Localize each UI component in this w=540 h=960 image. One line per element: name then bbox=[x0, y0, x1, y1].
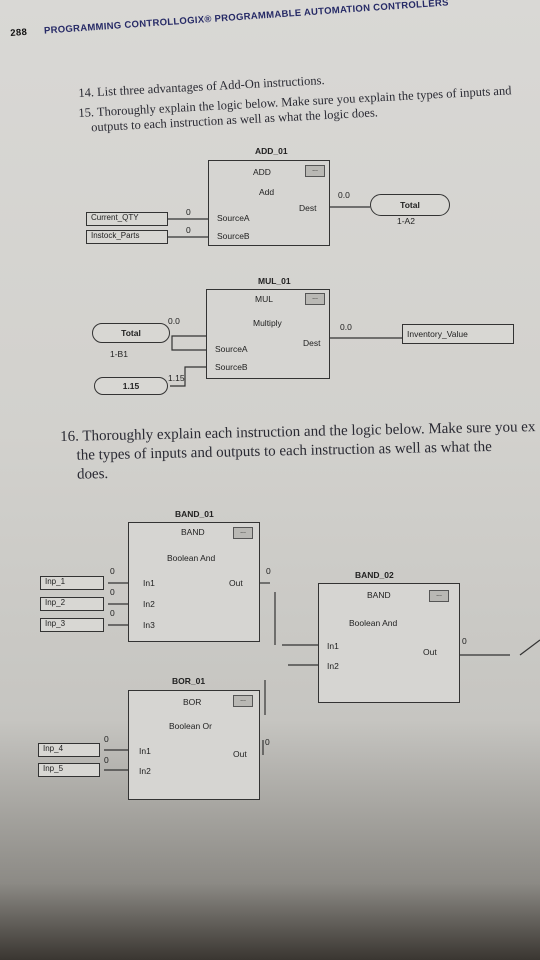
band2-type: BAND bbox=[367, 590, 391, 600]
band2-in1-label: In1 bbox=[327, 641, 339, 651]
bor1-input-5: Inp_5 bbox=[38, 763, 100, 777]
band1-out-label: Out bbox=[229, 578, 243, 588]
add-dest-value: 0.0 bbox=[338, 190, 350, 200]
band1-input-1-value: 0 bbox=[110, 566, 115, 576]
add-block: ADD ... Add SourceA SourceB Dest bbox=[208, 160, 330, 246]
band2-in2-label: In2 bbox=[327, 661, 339, 671]
add-block-desc: Add bbox=[259, 187, 275, 197]
mul-output-tag: Inventory_Value bbox=[402, 324, 514, 344]
mul-sourcea-label: SourceA bbox=[215, 344, 248, 354]
mul-block-config-button[interactable]: ... bbox=[305, 293, 325, 305]
bor1-in1-label: In1 bbox=[139, 746, 151, 756]
band2-config-button[interactable]: ... bbox=[429, 590, 449, 602]
add-block-config-button[interactable]: ... bbox=[305, 165, 325, 177]
mul-sourceb-label: SourceB bbox=[215, 362, 248, 372]
band1-type: BAND bbox=[181, 527, 205, 537]
add-block-tag: ADD_01 bbox=[255, 146, 288, 156]
bor1-output-value: 0 bbox=[265, 737, 270, 747]
bor1-out-label: Out bbox=[233, 749, 247, 759]
add-output-tag: Total bbox=[370, 194, 450, 216]
band2-block: BAND ... Boolean And In1 In2 Out bbox=[318, 583, 460, 703]
band1-config-button[interactable]: ... bbox=[233, 527, 253, 539]
bor1-input-5-value: 0 bbox=[104, 755, 109, 765]
mul-block-tag: MUL_01 bbox=[258, 276, 291, 286]
band2-desc: Boolean And bbox=[349, 618, 398, 628]
band2-tag: BAND_02 bbox=[355, 570, 394, 580]
add-input-b: Instock_Parts bbox=[86, 230, 168, 244]
bor1-block: BOR ... Boolean Or In1 In2 Out bbox=[128, 690, 260, 800]
bor1-input-4-value: 0 bbox=[104, 734, 109, 744]
add-output-address: 1-A2 bbox=[397, 216, 415, 226]
add-dest-label: Dest bbox=[299, 203, 317, 213]
band2-output-value: 0 bbox=[462, 636, 467, 646]
add-input-b-value: 0 bbox=[186, 225, 191, 235]
band1-input-2: Inp_2 bbox=[40, 597, 104, 611]
bor1-input-4: Inp_4 bbox=[38, 743, 100, 757]
band1-input-3: Inp_3 bbox=[40, 618, 104, 632]
bor1-desc: Boolean Or bbox=[169, 721, 212, 731]
mul-block: MUL ... Multiply SourceA SourceB Dest bbox=[206, 289, 330, 379]
band1-desc: Boolean And bbox=[167, 553, 216, 563]
mul-block-desc: Multiply bbox=[253, 318, 282, 328]
bor1-tag: BOR_01 bbox=[172, 676, 206, 686]
add-input-a-value: 0 bbox=[186, 207, 191, 217]
add-sourcea-label: SourceA bbox=[217, 213, 250, 223]
mul-input-a-tag: Total bbox=[92, 323, 170, 343]
mul-input-a-value: 0.0 bbox=[168, 316, 180, 326]
band1-block: BAND ... Boolean And In1 In2 In3 Out bbox=[128, 522, 260, 642]
mul-input-b-tag: 1.15 bbox=[94, 377, 168, 395]
add-sourceb-label: SourceB bbox=[217, 231, 250, 241]
add-block-type: ADD bbox=[253, 167, 271, 177]
bor1-type: BOR bbox=[183, 697, 202, 707]
band1-in3-label: In3 bbox=[143, 620, 155, 630]
mul-input-a-address: 1-B1 bbox=[110, 349, 128, 359]
add-input-a: Current_QTY bbox=[86, 212, 168, 226]
mul-block-type: MUL bbox=[255, 294, 273, 304]
bor1-config-button[interactable]: ... bbox=[233, 695, 253, 707]
band1-input-1: Inp_1 bbox=[40, 576, 104, 590]
mul-input-b-value: 1.15 bbox=[168, 373, 185, 383]
band1-input-3-value: 0 bbox=[110, 608, 115, 618]
band1-input-2-value: 0 bbox=[110, 587, 115, 597]
band1-in1-label: In1 bbox=[143, 578, 155, 588]
band2-out-label: Out bbox=[423, 647, 437, 657]
mul-dest-value: 0.0 bbox=[340, 322, 352, 332]
question-16: 16. Thoroughly explain each instruction … bbox=[60, 418, 536, 485]
band1-in2-label: In2 bbox=[143, 599, 155, 609]
bor1-in2-label: In2 bbox=[139, 766, 151, 776]
mul-dest-label: Dest bbox=[303, 338, 321, 348]
band1-output-value: 0 bbox=[266, 566, 271, 576]
band1-tag: BAND_01 bbox=[175, 509, 214, 519]
